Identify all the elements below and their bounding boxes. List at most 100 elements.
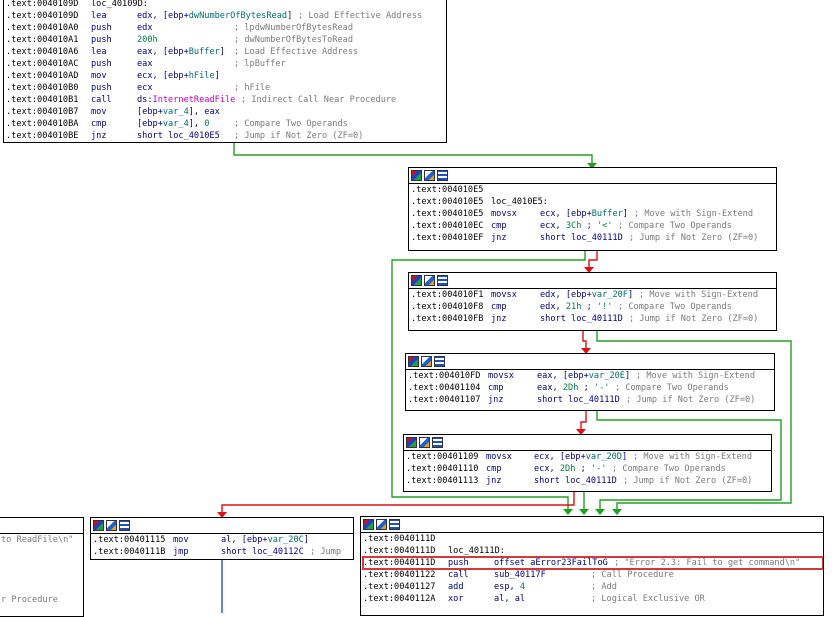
- graph-icon[interactable]: [408, 356, 419, 367]
- address: .text:0040111D: [363, 546, 436, 556]
- operands: short loc_40111D: [537, 395, 620, 405]
- chart-icon[interactable]: [424, 275, 435, 286]
- mnemonic: lea: [91, 47, 107, 57]
- mnemonic: mov: [91, 71, 107, 81]
- mnemonic: push: [91, 59, 112, 69]
- asm-line[interactable]: .text:004010E5 loc_4010E5:: [411, 196, 776, 208]
- asm-line[interactable]: .text:0040111D: [363, 533, 823, 545]
- comment: ; Jump: [310, 547, 342, 557]
- operands: esp, 4: [494, 582, 526, 592]
- text-view-icon[interactable]: [437, 275, 448, 286]
- edge-fd-to-109: [580, 410, 587, 433]
- mnemonic: add: [448, 582, 464, 592]
- text-view-icon[interactable]: [119, 520, 130, 531]
- block-lines: to ReadFile\n" r Procedure: [0, 534, 83, 606]
- address: .text:00401122: [363, 570, 436, 580]
- graph-icon[interactable]: [411, 275, 422, 286]
- text-view-icon[interactable]: [434, 356, 445, 367]
- graph-icon[interactable]: [406, 437, 417, 448]
- operands: offset aError23FailToG: [494, 558, 608, 568]
- comment: ; Jump if Not Zero (ZF=0): [623, 476, 753, 486]
- address: .text:004010E5: [411, 197, 484, 207]
- mnemonic: lea: [91, 11, 107, 21]
- operands: edx, [ebp+var_20F]: [540, 290, 634, 300]
- label: loc_4010E5:: [491, 197, 548, 207]
- arrow-head: [581, 348, 591, 354]
- asm-line-partial[interactable]: r Procedure: [1, 595, 58, 605]
- code-block-partial-left[interactable]: to ReadFile\n" r Procedure: [0, 517, 84, 617]
- operands: short loc_40111D: [540, 233, 623, 243]
- asm-line[interactable]: .text:004010E5: [411, 184, 776, 196]
- operands: 200h: [137, 35, 158, 45]
- address: .text:004010E5: [411, 185, 484, 195]
- address: .text:004010B7: [6, 107, 79, 117]
- chart-icon[interactable]: [376, 519, 387, 530]
- text-view-icon[interactable]: [437, 170, 448, 181]
- arrow-head: [563, 509, 573, 515]
- graph-icon[interactable]: [363, 519, 374, 530]
- address: .text:004010F8: [411, 302, 484, 312]
- mnemonic: movsx: [488, 371, 514, 381]
- operands: short loc_40111D: [540, 314, 623, 324]
- asm-line-partial[interactable]: [1, 558, 83, 570]
- chart-icon[interactable]: [424, 170, 435, 181]
- edge-109-to-115: [221, 491, 575, 516]
- graph-icon[interactable]: [93, 520, 104, 531]
- chart-icon[interactable]: [106, 520, 117, 531]
- asm-line-partial[interactable]: to ReadFile\n": [1, 535, 74, 545]
- address: .text:0040111D: [363, 534, 436, 544]
- code-block-loc-4010e5[interactable]: .text:004010E5 .text:004010E5 loc_4010E5:.…: [408, 167, 777, 251]
- asm-line-partial[interactable]: [1, 582, 83, 594]
- mnemonic: cmp: [488, 383, 504, 393]
- text-view-icon[interactable]: [432, 437, 443, 448]
- operands: edx, [ebp+dwNumberOfBytesRead]: [137, 11, 293, 21]
- chart-icon[interactable]: [419, 437, 430, 448]
- asm-line-partial[interactable]: [1, 570, 83, 582]
- text-view-icon[interactable]: [389, 519, 400, 530]
- address: .text:004010FD: [408, 371, 481, 381]
- asm-line-partial[interactable]: [1, 546, 83, 558]
- graph-icon[interactable]: [411, 170, 422, 181]
- chart-icon[interactable]: [421, 356, 432, 367]
